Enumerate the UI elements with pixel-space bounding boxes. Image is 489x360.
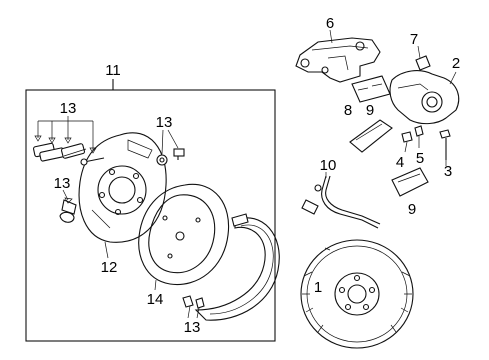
brake-rotor	[300, 239, 414, 349]
callout-8: 8	[344, 102, 352, 119]
callout-13-top-right: 13	[156, 114, 173, 131]
callout-4: 4	[396, 154, 404, 171]
callout-13-left: 13	[54, 175, 71, 192]
callout-5: 5	[416, 150, 424, 167]
brake-pads	[349, 75, 429, 197]
callout-14: 14	[147, 291, 164, 308]
callout-1: 1	[314, 279, 322, 296]
callout-13-bottom: 13	[184, 319, 201, 336]
assembly-box	[25, 79, 276, 342]
wear-sensor	[301, 172, 381, 229]
callout-7: 7	[410, 31, 418, 48]
caliper-bracket	[295, 29, 381, 83]
callout-13-top-left: 13	[60, 100, 77, 117]
callout-2: 2	[452, 55, 460, 72]
callout-9-top: 9	[366, 102, 374, 119]
callout-3: 3	[444, 163, 452, 180]
caliper-hardware	[401, 125, 451, 166]
callout-6: 6	[326, 15, 334, 32]
brake-shoe	[182, 213, 280, 321]
callout-10: 10	[320, 157, 337, 174]
callout-9-bottom: 9	[408, 201, 416, 218]
callout-12: 12	[101, 259, 118, 276]
shield-disc	[138, 183, 230, 291]
hardware-parts	[33, 116, 185, 223]
caliper	[389, 45, 460, 125]
callout-labels: 1 2 3 4 5 6 7 8 9 9 10 11 12 13 13 13 13…	[54, 15, 461, 336]
callout-11: 11	[105, 62, 121, 79]
